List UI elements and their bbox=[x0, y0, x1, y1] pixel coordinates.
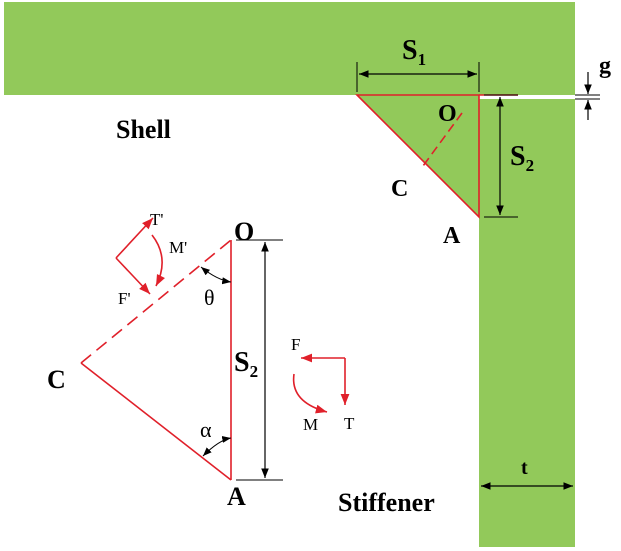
alpha-arc bbox=[202, 435, 232, 457]
g-label: g bbox=[599, 53, 611, 79]
lower-triangle-throat-oc bbox=[80, 239, 232, 364]
m-label: M bbox=[303, 415, 318, 434]
theta-arc bbox=[200, 266, 232, 285]
stiffener-label: Stiffener bbox=[338, 488, 435, 517]
a-top-label: A bbox=[443, 223, 461, 249]
s2-label: S2 bbox=[510, 141, 534, 175]
alpha-label: α bbox=[200, 417, 212, 442]
c-top-label: C bbox=[391, 176, 408, 202]
f-prime-label: F' bbox=[118, 289, 131, 308]
weld-fillet-top bbox=[355, 94, 480, 219]
gap bbox=[479, 95, 575, 99]
stiffener-plate bbox=[479, 99, 575, 547]
o-top-label: O bbox=[438, 101, 457, 127]
c-bottom-label: C bbox=[47, 365, 66, 394]
f-label: F bbox=[291, 335, 300, 354]
o-bottom-label: O bbox=[234, 217, 254, 246]
throat-line-top bbox=[422, 112, 463, 167]
shell-label: Shell bbox=[116, 115, 171, 144]
lower-triangle-side-ac bbox=[80, 362, 232, 481]
t-label: t bbox=[521, 457, 528, 479]
m-prime-arrow bbox=[151, 234, 166, 287]
s2-bottom-label: S2 bbox=[234, 347, 258, 381]
m-arrow bbox=[292, 373, 328, 414]
f-prime-arrow bbox=[115, 257, 151, 295]
t-force-label: T bbox=[344, 414, 355, 433]
shell-plate bbox=[4, 2, 575, 95]
t-prime-label: T' bbox=[150, 210, 163, 229]
a-bottom-label: A bbox=[227, 482, 246, 511]
m-prime-label: M' bbox=[169, 238, 187, 257]
t-prime-arrow bbox=[115, 217, 154, 259]
s1-label: S1 bbox=[402, 35, 426, 69]
theta-label: θ bbox=[204, 285, 215, 310]
